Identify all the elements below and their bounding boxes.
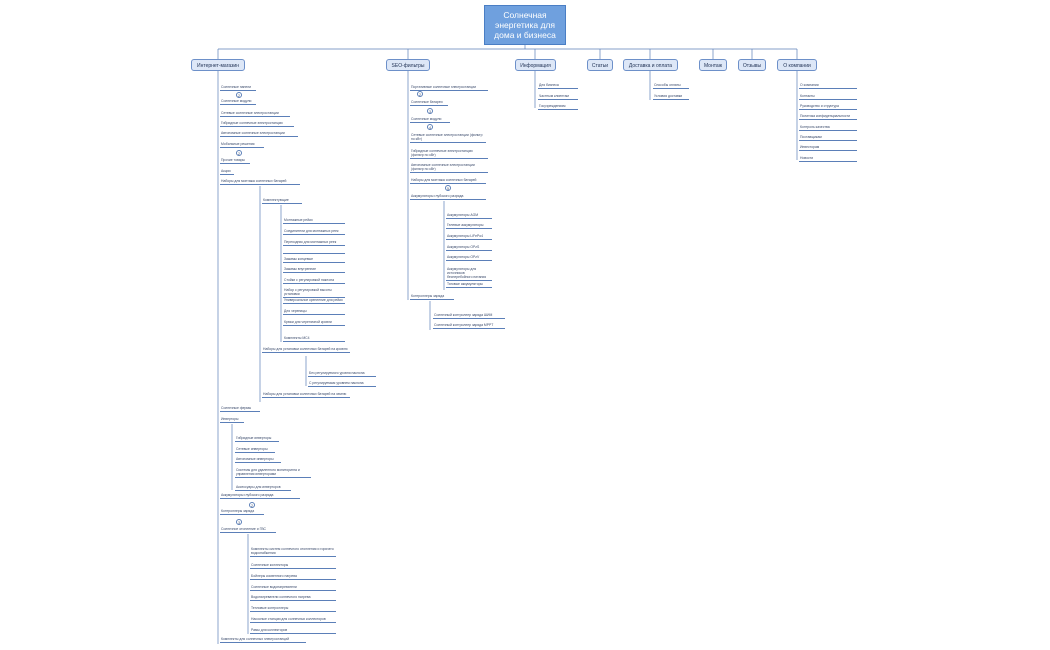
collapsed-count-badge[interactable]: 2	[236, 150, 242, 156]
about-item[interactable]: Поставщикам	[799, 134, 857, 141]
shop-mount-item[interactable]: Комплектующие	[262, 197, 302, 204]
tab-delivery[interactable]: Доставка и оплата	[623, 59, 678, 71]
mount-roof-item[interactable]: С регулируемым уровнем наклона	[308, 380, 376, 387]
info-item[interactable]: Госучреждениям	[538, 103, 578, 110]
mount-part-item[interactable]: Стойки с регулировкой наклона	[283, 277, 345, 284]
tab-installation[interactable]: Монтаж	[699, 59, 727, 71]
heating-item[interactable]: Водонагреватели солнечного нагрева	[250, 594, 336, 601]
mount-roof-item[interactable]: Без регулируемого уровня наклона	[308, 370, 376, 377]
mount-part-item[interactable]: Зажимы внутренние	[283, 266, 345, 273]
inverter-item[interactable]: Сетевые инверторы	[235, 446, 275, 453]
heating-item[interactable]: Солнечные водонагреватели	[250, 584, 336, 591]
seo-battery-item[interactable]: Гелевые аккумуляторы	[446, 222, 492, 229]
about-item[interactable]: Контакты	[799, 93, 857, 100]
mount-part-item[interactable]: Переходник для монтажных реек	[283, 239, 345, 246]
mount-part-item[interactable]: Для черепицы	[283, 308, 345, 315]
mount-part-item[interactable]: Монтажные рейки	[283, 217, 345, 224]
about-item[interactable]: Инвесторам	[799, 144, 857, 151]
seo-item[interactable]: Аккумуляторы глубокого разряда	[410, 193, 486, 200]
delivery-item[interactable]: Условия доставки	[653, 93, 689, 100]
seo-battery-item[interactable]: Аккумуляторы OPzS	[446, 244, 492, 251]
mount-part-item[interactable]: Зажимы концевые	[283, 256, 345, 263]
collapsed-count-badge[interactable]: 3	[427, 108, 433, 114]
shop-item[interactable]: Акции	[220, 168, 234, 175]
shop-item[interactable]: Солнечное отопление и ГВС	[220, 526, 276, 533]
heating-item[interactable]: Насосные станции для солнечных коллектор…	[250, 616, 336, 623]
seo-battery-item[interactable]: Аккумуляторы OPzV	[446, 254, 492, 261]
tab-seo-filters[interactable]: SEO-фильтры	[386, 59, 430, 71]
seo-item[interactable]: Контроллеры заряда	[410, 293, 454, 300]
seo-item[interactable]: Наборы для монтажа солнечных батарей	[410, 177, 486, 184]
heating-item[interactable]: Комплекты систем солнечного отопления и …	[250, 546, 336, 557]
about-item[interactable]: Новости	[799, 155, 857, 162]
shop-item[interactable]: Прочие товары	[220, 157, 250, 164]
mount-part-item[interactable]: Комплекты МС4	[283, 335, 345, 342]
seo-item[interactable]: Солнечные батареи	[410, 99, 448, 106]
info-item[interactable]: Для бизнеса	[538, 82, 578, 89]
mount-set-item[interactable]: Наборы для установки солнечных батарей н…	[262, 391, 350, 398]
shop-item[interactable]: Автономные солнечные электростанции	[220, 130, 298, 137]
mount-part-item[interactable]: Универсальное крепление для рейки	[283, 297, 345, 304]
info-item[interactable]: Частным клиентам	[538, 93, 578, 100]
shop-item[interactable]: Инверторы	[220, 416, 244, 423]
shop-item[interactable]: Гибридные солнечные электростанции	[220, 120, 294, 127]
inverter-item[interactable]: Системы для удаленного мониторинга и упр…	[235, 467, 311, 478]
shop-item[interactable]: Сетевые солнечные электростанции	[220, 110, 290, 117]
inverter-item[interactable]: Гибридные инверторы	[235, 435, 279, 442]
seo-battery-item[interactable]: Аккумуляторы LiFePo4	[446, 233, 492, 240]
heating-item[interactable]: Бойлеры косвенного нагрева	[250, 573, 336, 580]
about-item[interactable]: Руководство и структура	[799, 103, 857, 110]
shop-item[interactable]: Наборы для монтажа солнечных батарей	[220, 178, 300, 185]
shop-item[interactable]: Солнечные фермы	[220, 405, 260, 412]
tab-articles[interactable]: Статьи	[587, 59, 613, 71]
collapsed-count-badge[interactable]: 2	[249, 502, 255, 508]
shop-item[interactable]: Мобильные решения	[220, 141, 264, 148]
mount-part-item[interactable]: Соединители для монтажных реек	[283, 228, 345, 235]
seo-battery-item[interactable]: Тяговые аккумуляторы	[446, 281, 492, 288]
seo-item[interactable]: Автономные солнечные электростанции (фил…	[410, 162, 488, 173]
mount-part-item[interactable]	[283, 251, 345, 254]
tab-reviews[interactable]: Отзывы	[738, 59, 766, 71]
about-item[interactable]: Контроль качества	[799, 124, 857, 131]
seo-item[interactable]: Портативные солнечные электростанции	[410, 84, 488, 91]
collapsed-count-badge[interactable]: 5	[445, 185, 451, 191]
seo-controller-item[interactable]: Солнечный контроллер заряда MPPT	[433, 322, 505, 329]
heating-item[interactable]: Рамы для коллекторов	[250, 627, 336, 634]
seo-battery-item[interactable]: Аккумуляторы AGM	[446, 212, 492, 219]
seo-item[interactable]: Гибридные солнечные электростанции (филь…	[410, 148, 488, 159]
heating-item[interactable]: Тепловые контроллеры	[250, 605, 336, 612]
root-topic-label: Солнечная энергетика для дома и бизнеса	[494, 10, 556, 40]
inverter-item[interactable]: Аксессуары для инверторов	[235, 484, 291, 491]
about-item[interactable]: О компании	[799, 82, 857, 89]
shop-item[interactable]: Солнечные панели	[220, 84, 256, 91]
root-topic[interactable]: Солнечная энергетика для дома и бизнеса	[484, 5, 566, 45]
inverter-item[interactable]: Автономные инверторы	[235, 456, 281, 463]
shop-item[interactable]: Солнечные модули	[220, 98, 256, 105]
collapsed-count-badge[interactable]: 4	[427, 124, 433, 130]
seo-item[interactable]: Солнечные модули	[410, 116, 450, 123]
mount-part-item[interactable]: Набор с регулировкой высоты установки	[283, 287, 345, 298]
seo-battery-item[interactable]: Аккумуляторы для источников бесперебойно…	[446, 266, 492, 281]
about-item[interactable]: Политика конфиденциальности	[799, 113, 857, 120]
heating-item[interactable]: Солнечные коллекторы	[250, 562, 336, 569]
mount-part-item[interactable]: Крюки для черепичной кровли	[283, 319, 345, 326]
collapsed-count-badge[interactable]: 3	[236, 519, 242, 525]
shop-item[interactable]: Контроллеры заряда	[220, 508, 264, 515]
shop-item[interactable]: Аккумуляторы глубокого разряда	[220, 492, 300, 499]
delivery-item[interactable]: Способы оплаты	[653, 82, 689, 89]
collapsed-count-badge[interactable]: 2	[236, 92, 242, 98]
seo-controller-item[interactable]: Солнечный контроллер заряда ШИМ	[433, 312, 505, 319]
shop-item[interactable]: Комплекты для солнечных электростанций	[220, 636, 306, 643]
tab-info[interactable]: Информация	[515, 59, 556, 71]
tab-about[interactable]: О компании	[777, 59, 817, 71]
collapsed-count-badge[interactable]: 2	[417, 91, 423, 97]
tab-shop[interactable]: Интернет-магазин	[191, 59, 245, 71]
seo-item[interactable]: Сетевые солнечные электростанции (фильтр…	[410, 132, 486, 143]
mount-set-item[interactable]: Наборы для установки солнечных батарей н…	[262, 346, 350, 353]
